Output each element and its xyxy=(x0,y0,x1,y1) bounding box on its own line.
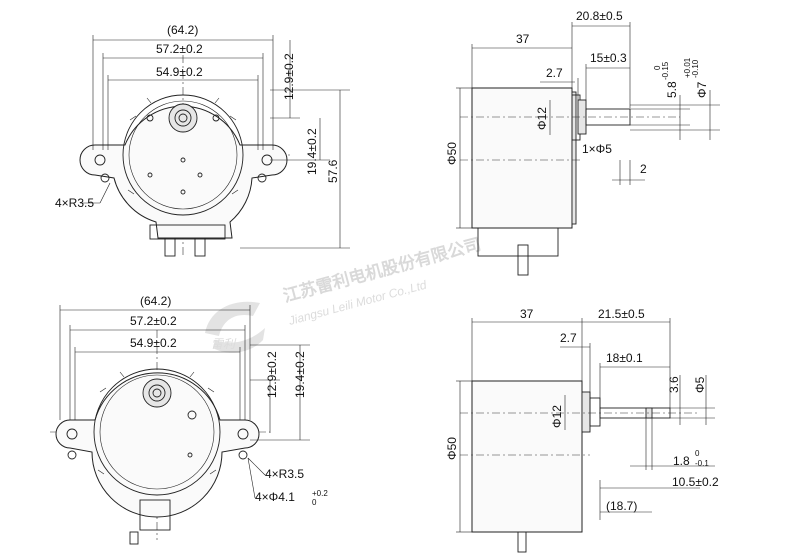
bottom-side-view: 37 21.5±0.5 2.7 18±0.1 3.6 Φ5 Φ12 Φ50 1.… xyxy=(445,307,719,553)
dim-shaft-tol-dn: -0.10 xyxy=(691,59,700,78)
dim-shaft-tol-up: +0.01 xyxy=(683,57,692,78)
dim-holes-tol-dn: 0 xyxy=(312,498,317,507)
dim-h2-b: 19.4±0.2 xyxy=(293,351,307,398)
dim-width-total-b: (64.2) xyxy=(140,294,171,308)
dim-len: 37 xyxy=(516,32,530,46)
dim-len2: 10.5±0.2 xyxy=(672,475,719,489)
dim-groove-tol-up: 0 xyxy=(695,449,700,458)
dim-d-body: Φ50 xyxy=(445,142,459,165)
dim-d-shaft-b: Φ5 xyxy=(693,376,707,393)
dim-width-inner: 54.9±0.2 xyxy=(156,65,203,79)
dim-d-boss: Φ12 xyxy=(535,107,549,130)
dim-holes-tol-up: +0.2 xyxy=(312,489,328,498)
dim-groove-tol-dn: -0.1 xyxy=(695,459,709,468)
dim-width-total: (64.2) xyxy=(167,23,198,37)
dim-holes-r: 4×R3.5 xyxy=(265,467,304,481)
dim-hole-off: 2 xyxy=(640,162,647,176)
logo-text: 雷利 xyxy=(211,337,237,351)
dim-width-mount-b: 57.2±0.2 xyxy=(130,314,177,328)
dim-h-total: 57.6 xyxy=(326,159,340,183)
dim-flat-tol-dn: -0.15 xyxy=(661,61,670,80)
dim-d-body-b: Φ50 xyxy=(445,437,459,460)
bottom-front-view: (64.2) 57.2±0.2 54.9±0.2 12.9±0.2 19.4±0… xyxy=(50,294,328,545)
dim-hole: 1×Φ5 xyxy=(582,142,612,156)
dim-boss-b: 2.7 xyxy=(560,331,577,345)
dim-h1-b: 12.9±0.2 xyxy=(265,351,279,398)
top-side-view: 37 20.8±0.5 15±0.3 2.7 Φ12 Φ50 5.8 0 -0.… xyxy=(445,9,720,276)
dim-shaft-len-b: 18±0.1 xyxy=(606,351,643,365)
dim-boss: 2.7 xyxy=(546,66,563,80)
dim-len-b: 37 xyxy=(520,307,534,321)
dim-width-inner-b: 54.9±0.2 xyxy=(130,336,177,350)
dim-d-boss-b: Φ12 xyxy=(550,405,564,428)
dim-holes: 4×R3.5 xyxy=(55,196,94,210)
dim-shaft-total-b: 21.5±0.5 xyxy=(598,307,645,321)
top-front-view: (64.2) 57.2±0.2 54.9±0.2 12.9±0.2 19.4±0… xyxy=(55,23,350,257)
dim-d-shaft: Φ7 xyxy=(695,81,709,98)
leili-logo: 雷利 xyxy=(205,301,265,353)
dim-flat: 5.8 xyxy=(665,81,679,98)
dim-holes-d: 4×Φ4.1 xyxy=(255,490,295,504)
dim-shaft-len: 15±0.3 xyxy=(590,51,627,65)
dim-flat-tol-up: 0 xyxy=(653,65,662,70)
dim-width-mount: 57.2±0.2 xyxy=(156,42,203,56)
dim-len3: (18.7) xyxy=(606,499,637,513)
dim-flat-b: 3.6 xyxy=(667,376,681,393)
dim-h2: 19.4±0.2 xyxy=(305,128,319,175)
dim-h1: 12.9±0.2 xyxy=(282,53,296,100)
watermark: 雷利 江苏雷利电机股份有限公司 Jiangsu Leili Motor Co.,… xyxy=(205,234,483,353)
dim-groove: 1.8 xyxy=(673,454,690,468)
dim-shaft-total: 20.8±0.5 xyxy=(576,9,623,23)
